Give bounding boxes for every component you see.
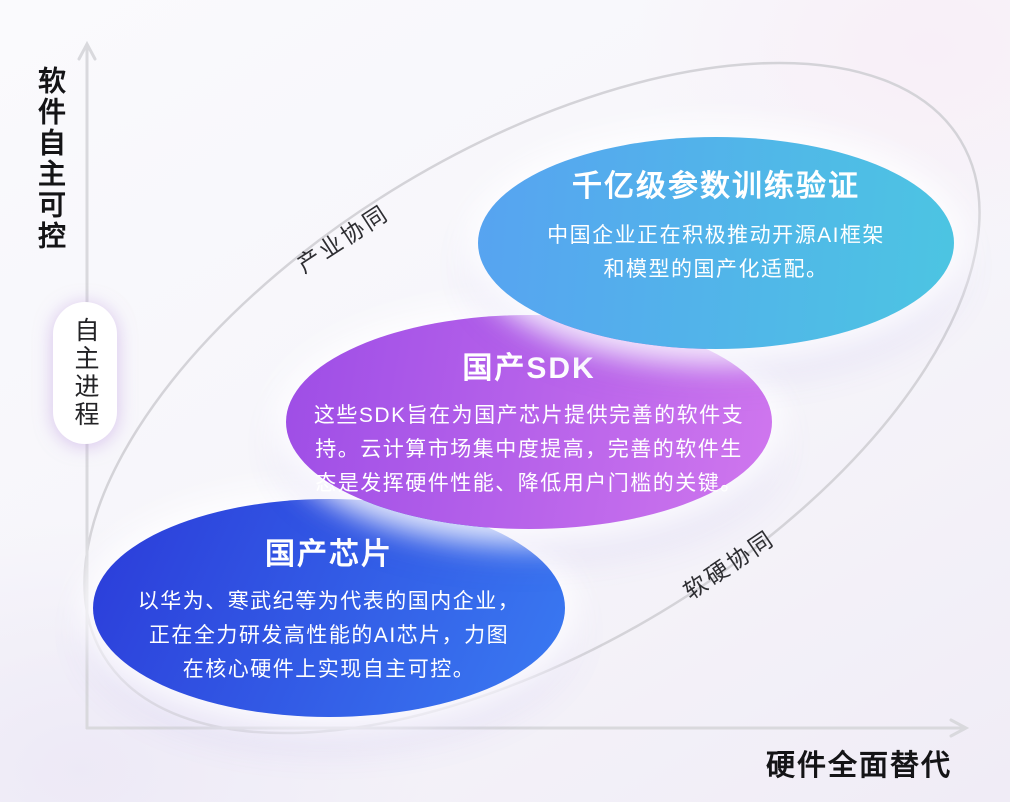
- y-axis-label: 软件自主可控: [35, 66, 66, 252]
- x-axis-label: 硬件全面替代: [766, 750, 953, 782]
- bubble-text-line: 以华为、寒武纪等为代表的国内企业，: [137, 590, 521, 613]
- bubble-title: 千亿级参数训练验证: [572, 170, 860, 203]
- y-axis-arrow-icon: [77, 40, 97, 61]
- bubble-text-line: 中国企业正在积极推动开源AI框架: [547, 224, 885, 247]
- progress-pill-label: 自主进程: [71, 317, 99, 429]
- bubble-training-validation: 千亿级参数训练验证 中国企业正在积极推动开源AI框架 和模型的国产化适配。: [478, 137, 954, 349]
- bubble-title: 国产SDK: [462, 352, 596, 385]
- bubble-title: 国产芯片: [265, 538, 393, 571]
- bubble-domestic-sdk: 国产SDK 这些SDK旨在为国产芯片提供完善的软件支 持。云计算市场集中度提高，…: [286, 315, 772, 529]
- bubble-text-line: 持。云计算市场集中度提高，完善的软件生: [315, 438, 743, 461]
- bubble-text-line: 在核心硬件上实现自主可控。: [182, 658, 476, 681]
- progress-pill: 自主进程: [53, 302, 117, 444]
- bubble-text-line: 和模型的国产化适配。: [603, 258, 829, 281]
- bubble-text-line: 态是发挥硬件性能、降低用户门槛的关键。: [315, 472, 743, 495]
- bubble-text-line: 正在全力研发高性能的AI芯片，力图: [148, 624, 510, 647]
- bubble-text-line: 这些SDK旨在为国产芯片提供完善的软件支: [313, 404, 745, 427]
- bubble-domestic-chips: 国产芯片 以华为、寒武纪等为代表的国内企业， 正在全力研发高性能的AI芯片，力图…: [93, 499, 565, 717]
- x-axis-arrow-icon: [949, 718, 970, 738]
